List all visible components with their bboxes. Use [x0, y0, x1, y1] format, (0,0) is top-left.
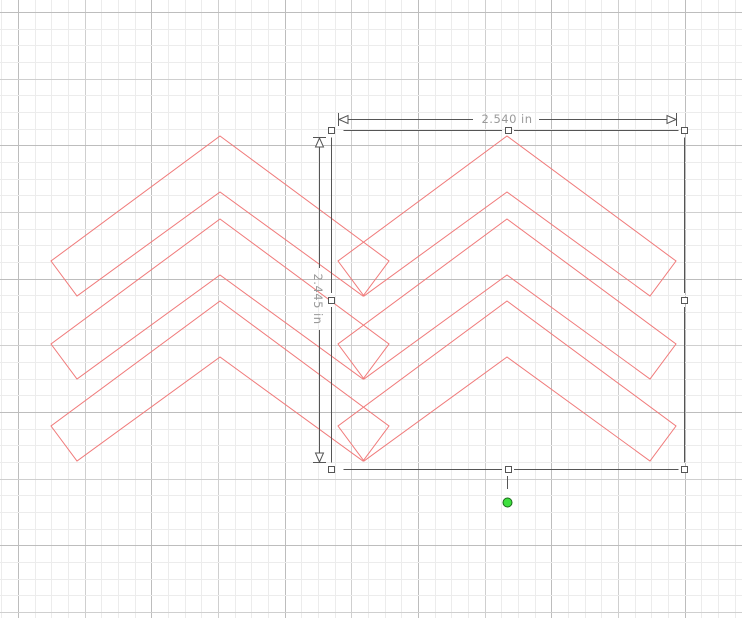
- chevron-shape[interactable]: [50, 135, 390, 297]
- resize-handle[interactable]: [328, 297, 335, 304]
- resize-handle[interactable]: [505, 466, 512, 473]
- width-dimension: 2.540 in: [337, 112, 678, 126]
- resize-handle[interactable]: [328, 466, 335, 473]
- resize-handles[interactable]: [328, 127, 688, 473]
- chevron-shape[interactable]: [337, 135, 677, 297]
- arrow-left-icon: [337, 114, 349, 125]
- resize-handle[interactable]: [681, 127, 688, 134]
- selection-box[interactable]: 2.540 in 2.445 in: [311, 112, 688, 508]
- chevron-pattern[interactable]: [50, 135, 677, 462]
- chevron-shape[interactable]: [337, 300, 677, 462]
- chevron-shape[interactable]: [50, 218, 390, 380]
- resize-handle[interactable]: [505, 127, 512, 134]
- arrow-up-icon: [314, 136, 325, 148]
- resize-handle[interactable]: [681, 466, 688, 473]
- resize-handle[interactable]: [681, 297, 688, 304]
- height-dimension-label: 2.445 in: [311, 273, 325, 324]
- arrow-right-icon: [666, 114, 678, 125]
- chevron-shape[interactable]: [337, 218, 677, 380]
- width-dimension-label: 2.540 in: [481, 112, 532, 126]
- selection-outline: [331, 130, 685, 470]
- rotation-handle-knob[interactable]: [502, 497, 513, 508]
- resize-handle[interactable]: [328, 127, 335, 134]
- chevron-shape[interactable]: [50, 300, 390, 462]
- height-dimension: 2.445 in: [311, 136, 326, 464]
- rotation-handle[interactable]: [502, 476, 513, 508]
- arrow-down-icon: [314, 452, 325, 464]
